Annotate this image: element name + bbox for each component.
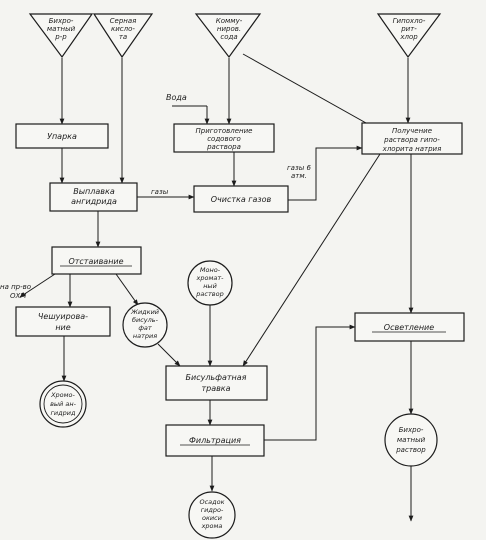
- process-gas-cleaning: Очистка газов: [193, 185, 289, 213]
- flow-connectors: [19, 53, 414, 522]
- product-sodium-bisulfate: Жидкий бисуль- фат натрия: [122, 302, 168, 348]
- process-settling: Отстаивание: [51, 246, 142, 275]
- process-flaking: Чешуирова- ние: [15, 306, 111, 337]
- label-line: матный: [397, 436, 426, 444]
- input-gases-6atm-line1: газы 6: [287, 164, 311, 172]
- label-line: Бисульфатная: [186, 373, 247, 382]
- flow-bisulfate-to-etching: [157, 343, 181, 367]
- flow-soda-to-hypochlorite: [242, 53, 376, 129]
- label-line: содового: [207, 135, 241, 143]
- product-chromic-anhydride: Хромо- вый ан- гидрид: [39, 380, 87, 428]
- label-line: гидрид: [51, 409, 76, 417]
- process-filtration: Фильтрация: [165, 424, 265, 457]
- source-commercial-soda: Комму- ниров. сода: [194, 13, 262, 59]
- source-bichromate: Бихро- матный р-р: [28, 13, 94, 59]
- process-evaporation: Упарка: [15, 123, 109, 149]
- output-oxm-line2: ОХМ: [10, 292, 26, 300]
- label-line: раствора: [206, 143, 241, 151]
- input-water-label: Вода: [166, 93, 187, 102]
- label-line: Комму-: [216, 17, 243, 25]
- label-line: Бихро-: [399, 426, 424, 434]
- process-label: Осветление: [384, 323, 434, 332]
- label-line: раствор: [395, 446, 426, 454]
- label-line: Жидкий: [130, 308, 159, 316]
- label-line: кисло-: [111, 25, 135, 33]
- process-hypochlorite-solution: Получение раствора гипо- хлорита натрия: [361, 122, 463, 155]
- label-line: Чешуирова-: [38, 312, 88, 321]
- label-line: Серная: [110, 17, 137, 25]
- label-line: фат: [138, 324, 152, 332]
- label-line: Приготовление: [196, 127, 253, 135]
- flow-filtration-to-clarification: [264, 324, 356, 441]
- input-gases-6atm-line2: атм.: [291, 172, 307, 180]
- flow-settling-to-oxm: [19, 273, 56, 298]
- process-clarification: Осветление: [354, 312, 465, 342]
- label-line: Гипохло-: [393, 17, 426, 25]
- label-line: бисуль-: [132, 316, 159, 324]
- process-bisulfate-etching: Бисульфатная травка: [165, 365, 268, 401]
- source-hypochlorite: Гипохло- рит- хлор: [376, 13, 442, 59]
- process-label: Фильтрация: [189, 436, 241, 445]
- label-line: хлор: [399, 33, 418, 41]
- label-line: хромат-: [196, 274, 225, 282]
- label-line: Хромо-: [50, 391, 75, 399]
- label-line: рит-: [400, 25, 417, 33]
- flow-hypochlorite-to-etching: [242, 153, 381, 367]
- label-line: Бихро-: [49, 17, 74, 25]
- product-monochromate-solution: Моно- хромат- ный раствор: [187, 260, 233, 306]
- label-line: окиси: [202, 514, 222, 522]
- input-gases-label: газы: [151, 188, 169, 196]
- flow-gascleaning-to-hypochlorite: [288, 145, 363, 201]
- output-oxm-line1: на пр-во: [0, 283, 31, 291]
- label-line: ниров.: [217, 25, 241, 33]
- process-label: Отстаивание: [68, 257, 123, 266]
- label-line: Выплавка: [73, 187, 115, 196]
- process-soda-solution: Приготовление содового раствора: [173, 123, 275, 153]
- label-line: травка: [201, 384, 230, 393]
- label-line: р-р: [54, 33, 67, 41]
- flow-settling-to-bisulfate: [115, 273, 139, 306]
- label-line: Осадок: [199, 498, 224, 506]
- process-label: Очистка газов: [211, 195, 272, 204]
- label-line: Получение: [392, 127, 432, 135]
- label-line: ный: [203, 282, 217, 290]
- label-line: та: [119, 33, 127, 41]
- process-label: Упарка: [47, 132, 77, 141]
- label-line: матный: [47, 25, 76, 33]
- label-line: сода: [220, 33, 237, 41]
- label-line: Моно-: [200, 266, 221, 274]
- product-bichromate-solution: Бихро- матный раствор: [384, 413, 438, 467]
- label-line: раствор: [195, 290, 223, 298]
- product-chromium-sludge: Осадок гидро- окиси хрома: [188, 491, 236, 539]
- label-line: ние: [55, 323, 70, 332]
- label-line: гидро-: [201, 506, 224, 514]
- label-line: вый ан-: [50, 400, 76, 408]
- label-line: раствора гипо-: [383, 136, 440, 144]
- label-line: натрия: [133, 332, 157, 340]
- label-line: хрома: [201, 522, 223, 530]
- label-line: ангидрида: [71, 197, 117, 206]
- source-sulfuric-acid: Серная кисло- та: [92, 13, 154, 59]
- label-line: хлорита натрия: [382, 145, 442, 153]
- process-anhydride-melting: Выплавка ангидрида: [49, 182, 138, 212]
